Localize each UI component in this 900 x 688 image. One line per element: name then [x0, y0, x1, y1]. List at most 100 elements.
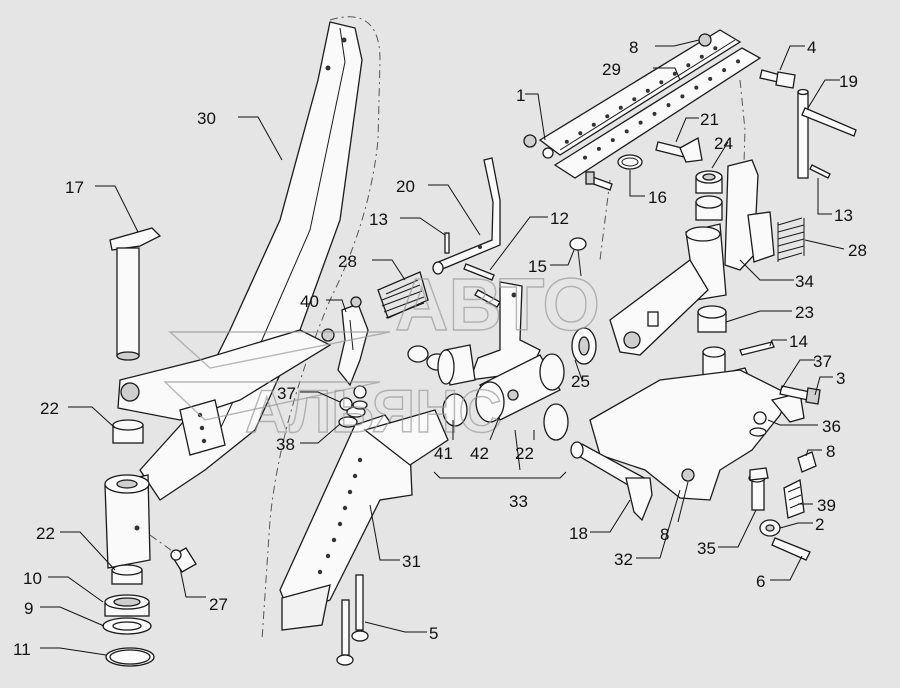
- washer-part-38: [338, 400, 368, 428]
- main-arm-part-30: [104, 21, 363, 569]
- watermark-logo: АВТО АЛЬЯНС: [163, 262, 601, 446]
- perforation-hole: [699, 54, 704, 59]
- adjusting-bar-part-31: [279, 409, 449, 631]
- callout-8: 8: [660, 525, 669, 544]
- callout-35: 35: [697, 539, 716, 558]
- perforation-hole: [632, 97, 637, 102]
- pin-part-13-right: [809, 164, 831, 179]
- callout-18: 18: [569, 524, 588, 543]
- ring-part-11: [105, 647, 155, 667]
- base-plate-part-32: [589, 369, 805, 501]
- watermark-line-1: АВТО: [395, 263, 600, 346]
- nut-part-8-top: [698, 33, 712, 47]
- perforation-hole: [564, 139, 569, 144]
- callout-25: 25: [571, 372, 590, 391]
- callout-40: 40: [300, 292, 319, 311]
- callout-38: 38: [276, 435, 295, 454]
- nut-part-36: [749, 411, 767, 437]
- pin-part-21: [655, 136, 703, 163]
- bolt-part-6: [771, 537, 811, 561]
- bushing-part-22-lower: [111, 564, 143, 585]
- callout-29: 29: [602, 60, 621, 79]
- callout-labels: 30 17 22 22 10 9 11 27 20 13 28 40 37 38…: [13, 38, 867, 659]
- callout-27: 27: [209, 595, 228, 614]
- callout-24: 24: [714, 134, 733, 153]
- callout-28: 28: [338, 252, 357, 271]
- bushing-part-2: [759, 519, 781, 537]
- spring-clip-part-15: [569, 237, 587, 277]
- callout-41: 41: [434, 444, 453, 463]
- callout-20: 20: [396, 177, 415, 196]
- bracket-line-33: [433, 471, 567, 479]
- perforation-hole: [591, 122, 596, 127]
- perforation-hole: [610, 138, 615, 143]
- callout-13: 13: [834, 206, 853, 225]
- bolt-part-5: [336, 574, 369, 666]
- pin-part-12: [463, 263, 501, 308]
- perforation-hole: [638, 120, 643, 125]
- spring-part-28-right: [777, 217, 805, 262]
- cross-shaft-part-33: [475, 353, 565, 423]
- callout-21: 21: [700, 110, 719, 129]
- perforation-hole: [736, 59, 740, 64]
- bolt-part-3: [779, 385, 821, 405]
- bolt-part-4: [759, 69, 796, 89]
- callout-14: 14: [789, 332, 808, 351]
- callout-19: 19: [839, 72, 858, 91]
- watermark-line-2: АЛЬЯНС: [245, 378, 502, 445]
- bolt-lower-left: [585, 171, 613, 191]
- callout-22: 22: [40, 399, 59, 418]
- callout-12: 12: [550, 209, 569, 228]
- perforation-hole: [666, 103, 671, 108]
- callout-37: 37: [277, 384, 296, 403]
- callout-31: 31: [402, 552, 421, 571]
- callout-34: 34: [795, 272, 814, 291]
- bolt-part-39: [783, 479, 805, 519]
- perforation-hole: [680, 94, 685, 99]
- perforation-hole: [645, 88, 650, 93]
- callout-9: 9: [24, 599, 33, 618]
- bushing-part-22-right: [543, 327, 597, 441]
- perforation-hole: [583, 155, 587, 160]
- bushing-part-22-upper: [112, 419, 144, 444]
- perforation-hole: [578, 131, 583, 136]
- perforation-hole: [694, 85, 699, 90]
- callout-23: 23: [795, 303, 814, 322]
- callout-1: 1: [516, 86, 525, 105]
- phantom-outline: [261, 16, 746, 641]
- perforation-holes: [564, 46, 740, 160]
- perforation-hole: [618, 105, 623, 110]
- perforation-hole: [672, 71, 677, 76]
- bushing-part-24: [695, 170, 723, 221]
- callout-37: 37: [813, 352, 832, 371]
- bushing-part-23: [697, 305, 727, 333]
- callout-3: 3: [836, 369, 845, 388]
- callout-2: 2: [815, 515, 824, 534]
- washer-part-9: [102, 617, 152, 635]
- callout-11: 11: [13, 640, 31, 659]
- t-handle-part-19: [797, 88, 857, 179]
- callout-17: 17: [65, 178, 84, 197]
- pin-part-14: [739, 341, 775, 356]
- leader-lines: [40, 39, 845, 656]
- callout-22: 22: [515, 444, 534, 463]
- perforation-hole: [605, 114, 610, 119]
- callout-8: 8: [826, 442, 835, 461]
- perforation-hole: [596, 146, 601, 151]
- callout-22: 22: [36, 524, 55, 543]
- callout-10: 10: [23, 569, 42, 588]
- callout-39: 39: [817, 496, 836, 515]
- seal-part-10: [104, 594, 150, 617]
- perforated-bar-part-29: [538, 29, 762, 179]
- pin-part-17: [109, 227, 162, 361]
- callout-13: 13: [369, 210, 388, 229]
- nut-part-1: [523, 134, 554, 159]
- perforation-hole: [722, 68, 727, 73]
- perforation-hole: [652, 111, 657, 116]
- callout-15: 15: [528, 257, 547, 276]
- callout-33: 33: [509, 492, 528, 511]
- spring-part-28-left: [377, 271, 429, 319]
- bracket-part-34: [609, 159, 775, 356]
- callout-32: 32: [614, 550, 633, 569]
